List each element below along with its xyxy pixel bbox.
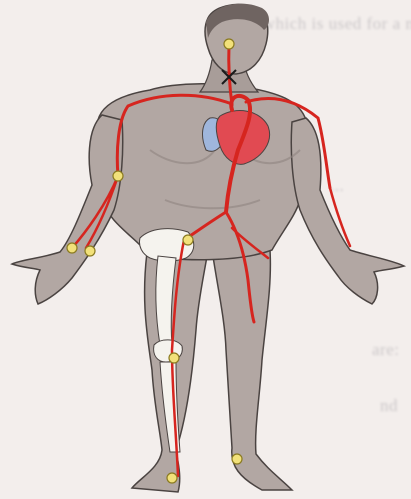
- pulse-point-dorsalis-pedis: [167, 473, 177, 483]
- torso: [96, 84, 308, 260]
- pulse-point-radial: [67, 243, 77, 253]
- pulse-point-ulnar: [85, 246, 95, 256]
- pulse-point-popliteal: [169, 353, 179, 363]
- pulse-point-brachial: [113, 171, 123, 181]
- pulse-point-femoral: [183, 235, 193, 245]
- right-arm: [291, 118, 404, 304]
- right-leg: [212, 250, 292, 490]
- pulse-point-posterior-tibial: [232, 454, 242, 464]
- pulse-point-temporal: [224, 39, 234, 49]
